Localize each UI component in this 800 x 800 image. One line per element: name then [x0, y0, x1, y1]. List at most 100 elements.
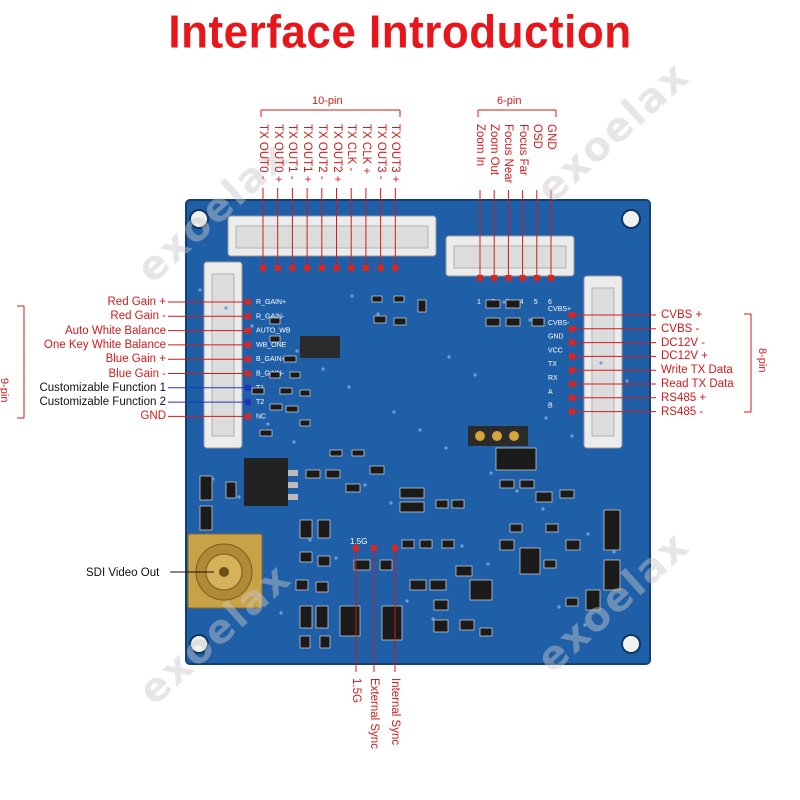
smd-component [585, 589, 601, 611]
via [347, 385, 351, 389]
top-pin-label: TX OUT3 - [374, 124, 387, 180]
via [418, 428, 422, 432]
pin-dot [245, 341, 251, 348]
left-pin-label: Customizable Function 2 [39, 396, 166, 409]
smd-component [299, 389, 311, 397]
pin-dot [289, 265, 296, 271]
pin-dot [377, 265, 384, 271]
pin-dot [533, 275, 540, 281]
smd-component [603, 559, 621, 591]
via [586, 532, 590, 536]
via [583, 623, 587, 627]
via [447, 355, 451, 359]
left-pin-label: GND [140, 410, 166, 423]
top-pin-label: TX CLK - [345, 124, 358, 172]
right-pin-label: DC12V + [661, 350, 708, 363]
top-pin-label: Focus Near [502, 124, 515, 184]
smd-component [469, 579, 493, 601]
pin-dot [333, 265, 340, 271]
top-pin-label: Focus Far [516, 124, 529, 176]
smd-component [459, 619, 475, 631]
silk-text: 4 [520, 299, 524, 306]
smd-component [455, 565, 473, 577]
via [363, 483, 367, 487]
pin-dot [569, 394, 575, 401]
pin-dot [548, 275, 554, 281]
smd-component [417, 299, 427, 313]
via [544, 416, 548, 420]
pin-dot [260, 265, 266, 271]
via [279, 611, 283, 615]
via [321, 367, 325, 371]
silk-text: R_GAIN+ [256, 299, 286, 306]
smd-component [225, 481, 237, 499]
top-pin-label: Zoom Out [488, 124, 501, 176]
pin-dot [569, 312, 575, 318]
right-pin-label: RS485 - [661, 405, 704, 418]
silk-text: RX [548, 375, 558, 382]
via [295, 349, 299, 353]
smd-component [315, 605, 329, 629]
left-pin-label: Blue Gain - [108, 367, 166, 380]
pin-dot [245, 299, 251, 305]
via [444, 446, 448, 450]
via [557, 605, 561, 609]
ic-chip [300, 336, 340, 358]
pin-dot [569, 381, 575, 387]
smd-component [535, 491, 553, 503]
silk-text: 1.5G [350, 537, 367, 546]
right-pin-label: DC12V - [661, 336, 706, 349]
group-label-8pin: 8-pin [756, 348, 768, 373]
regulator-chip [244, 458, 288, 506]
top-pin-label: TX OUT2 - [315, 124, 328, 180]
smd-component [505, 317, 521, 327]
left-pin-label: Blue Gain + [105, 353, 166, 366]
silk-text: 6 [548, 299, 552, 306]
top-pin-label: TX OUT3 + [389, 124, 402, 183]
smd-component [269, 371, 281, 379]
smd-component [299, 605, 313, 629]
smd-component [299, 419, 311, 427]
smd-component [409, 579, 427, 591]
pin-dot [362, 265, 369, 271]
silk-text: WB_ONE [256, 342, 287, 349]
pin-dot [569, 339, 575, 346]
right-pin-label: CVBS + [661, 309, 703, 321]
left-pin-label: Red Gain - [110, 310, 166, 323]
pin-leader-lines [17, 109, 752, 672]
silk-text: 5 [534, 299, 538, 306]
pin-dot [569, 367, 575, 374]
smd-component [299, 519, 313, 539]
via [541, 507, 545, 511]
smd-component [317, 519, 331, 539]
smd-component [319, 635, 331, 649]
smd-component [251, 387, 265, 395]
silk-text: NC [256, 413, 266, 420]
smd-component [441, 539, 455, 549]
via [392, 410, 396, 414]
right-pin-label: Read TX Data [661, 378, 734, 390]
top-pin-label: TX OUT2 + [330, 124, 343, 183]
via [350, 294, 354, 298]
smd-component [369, 465, 385, 475]
silk-text: T2 [256, 399, 264, 406]
pin-dot [245, 356, 251, 363]
pin-dot [318, 265, 325, 271]
smd-component [401, 539, 415, 549]
pin-dot [519, 275, 526, 281]
pin-dot [353, 545, 359, 551]
smd-component [269, 335, 281, 343]
via [502, 300, 506, 304]
bottom-pin-label: 1.5G [350, 678, 362, 703]
smd-component [499, 479, 515, 489]
silk-text: 1 [477, 299, 481, 306]
via [211, 477, 215, 481]
smd-component [519, 479, 535, 489]
header-3pin [468, 426, 528, 446]
pin-dot [245, 399, 251, 406]
smd-component [279, 387, 293, 395]
smd-component [485, 317, 501, 327]
mount-hole [621, 209, 641, 229]
smd-component [299, 551, 313, 563]
smd-component [399, 487, 425, 499]
